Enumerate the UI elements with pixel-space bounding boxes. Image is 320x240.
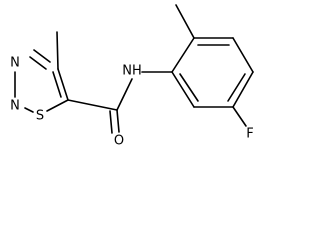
bond-s1-c5	[46, 99, 69, 112]
bond-aryl-fluorine	[232, 106, 247, 127]
bond-aryl-methyl	[175, 4, 195, 39]
bond-c4-c5-double	[227, 73, 246, 102]
bond-c4-methyl	[56, 31, 59, 70]
bond-c4-c5	[232, 71, 254, 108]
atom-sulfur-label: S	[36, 109, 44, 124]
atom-fluorine-label: F	[246, 127, 253, 142]
bond-c5-carbonyl	[67, 99, 118, 111]
bond-n2-s1	[24, 107, 34, 113]
bond-c5-c4	[57, 68, 69, 101]
thiadiazole-ring	[14, 31, 69, 113]
bond-carbonyl-oxygen	[116, 109, 120, 133]
bond-carbonyl-nh	[116, 78, 133, 111]
atom-n3-label: N	[10, 56, 20, 71]
bond-carbonyl-oxygen-double	[109, 110, 113, 134]
atom-oxygen-label: O	[114, 134, 124, 149]
amide-group	[67, 71, 173, 134]
bond-c4-n3	[33, 49, 51, 63]
benzene-ring	[171, 4, 254, 127]
bond-c1-c2	[171, 37, 195, 73]
atom-n2-label: N	[10, 99, 20, 114]
structure-canvas: N N S NH O F	[10, 4, 254, 149]
atom-nh-label: NH	[122, 64, 142, 79]
bond-c5-c4-double	[52, 71, 62, 98]
bond-c6-c1-double	[179, 73, 199, 102]
molecule-structure: N N S NH O F	[10, 4, 254, 149]
bond-c4-n3-double	[29, 56, 47, 70]
bond-c3-c4	[232, 37, 254, 73]
bond-c6-c1	[171, 71, 195, 108]
